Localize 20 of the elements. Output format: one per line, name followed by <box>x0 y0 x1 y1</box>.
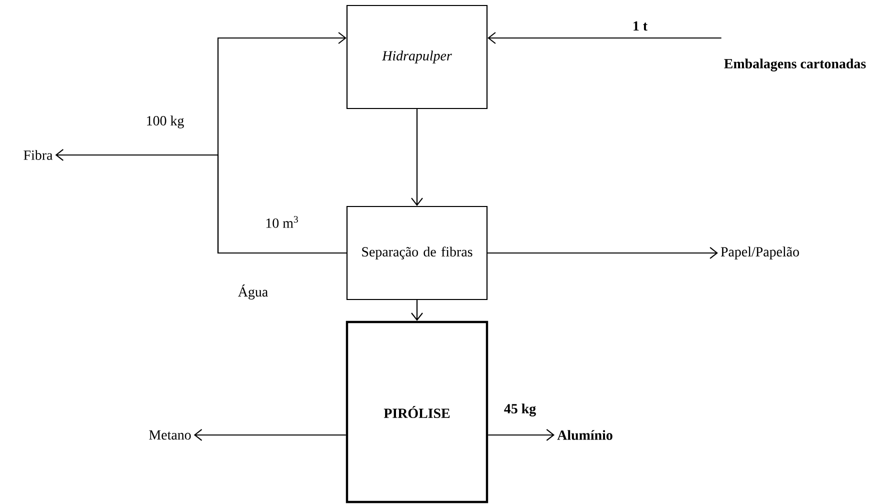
flow-text: Fibra <box>24 150 53 160</box>
arrow <box>194 429 346 441</box>
edge-label: 10 m$^{3}$ <box>266 216 298 228</box>
edge-label: 100 kg <box>147 116 184 128</box>
flow-text: Metano <box>149 430 191 440</box>
arrow <box>55 149 346 254</box>
arrow <box>411 109 423 206</box>
arrow <box>488 429 555 441</box>
process-box: Hidrapulper <box>346 4 488 110</box>
process-box: PIRÓLISE <box>346 320 488 504</box>
flow-text: Alumínio <box>557 430 612 440</box>
edge-label: 45 kg <box>504 404 536 416</box>
arrow <box>488 247 718 259</box>
flow-text: Papel/Papelão <box>720 246 799 260</box>
edge-label: 1 t <box>634 21 648 31</box>
process-box: Separação de fibras <box>346 206 488 300</box>
flow-text: Embalagens cartonadas <box>724 58 866 72</box>
arrow <box>488 32 722 44</box>
arrow <box>411 300 423 321</box>
flow-label: Água <box>238 284 268 300</box>
